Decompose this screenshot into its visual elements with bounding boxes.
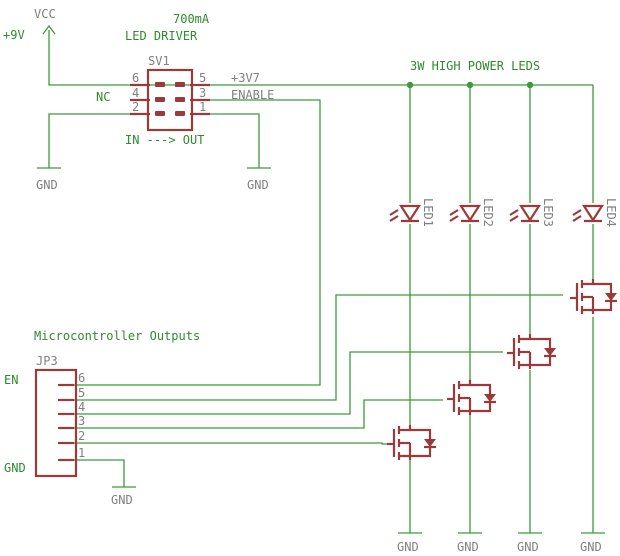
gnd-label: GND bbox=[517, 540, 539, 554]
v37-label: +3V7 bbox=[231, 71, 260, 85]
current-label: 700mA bbox=[173, 12, 210, 26]
jp3-pin-number: 6 bbox=[78, 371, 85, 385]
jp3-pin-number: 1 bbox=[78, 446, 85, 460]
sv1-connector bbox=[130, 68, 210, 132]
sv1-pin-number: 3 bbox=[199, 86, 206, 100]
jp3-connector bbox=[34, 368, 78, 478]
leds-title: 3W HIGH POWER LEDS bbox=[410, 59, 540, 73]
led-name: LED1 bbox=[421, 198, 435, 227]
led-name: LED4 bbox=[604, 198, 618, 227]
nc-label: NC bbox=[96, 90, 110, 104]
gnd-label: GND bbox=[457, 540, 479, 554]
jp3-pin-number: 4 bbox=[78, 400, 85, 414]
led-led2 bbox=[449, 204, 482, 223]
ground-symbols bbox=[37, 167, 605, 534]
sv1-pin-number: 5 bbox=[199, 71, 206, 85]
vcc-arrow bbox=[42, 24, 56, 35]
jp3-pin-number: 3 bbox=[78, 414, 85, 428]
jp3-name: JP3 bbox=[36, 354, 58, 368]
wires bbox=[48, 30, 594, 533]
led-led3 bbox=[509, 204, 542, 223]
sv1-pin-number: 1 bbox=[199, 100, 206, 114]
mosfet-q2 bbox=[447, 380, 496, 415]
jp3-pin-number: 5 bbox=[78, 386, 85, 400]
led-name: LED3 bbox=[541, 198, 555, 227]
mcu-title: Microcontroller Outputs bbox=[34, 329, 200, 343]
en-label: EN bbox=[4, 373, 18, 387]
gnd-net-label: GND bbox=[4, 461, 26, 475]
gnd-label: GND bbox=[397, 540, 419, 554]
led-led1 bbox=[389, 204, 422, 223]
gnd-label: GND bbox=[36, 178, 58, 192]
jp3-pin-number: 2 bbox=[78, 429, 85, 443]
in-out-label: IN ---> OUT bbox=[125, 133, 204, 147]
sv1-pin-number: 4 bbox=[132, 86, 139, 100]
junctions bbox=[406, 81, 534, 89]
plus9v-label: +9V bbox=[3, 28, 25, 42]
enable-label: ENABLE bbox=[231, 88, 274, 102]
sv1-pin-number: 6 bbox=[132, 71, 139, 85]
vcc-label: VCC bbox=[34, 7, 56, 21]
mosfet-q1 bbox=[387, 425, 436, 460]
gnd-label: GND bbox=[580, 540, 602, 554]
mosfet-q3 bbox=[507, 334, 556, 369]
led-led4 bbox=[572, 204, 605, 223]
mosfet-q4 bbox=[570, 279, 617, 314]
sv1-pin-number: 2 bbox=[132, 100, 139, 114]
gnd-label: GND bbox=[247, 178, 269, 192]
sv1-name: SV1 bbox=[148, 54, 170, 68]
gnd-label: GND bbox=[111, 493, 133, 507]
driver-label: LED DRIVER bbox=[125, 29, 198, 43]
led-name: LED2 bbox=[481, 198, 495, 227]
